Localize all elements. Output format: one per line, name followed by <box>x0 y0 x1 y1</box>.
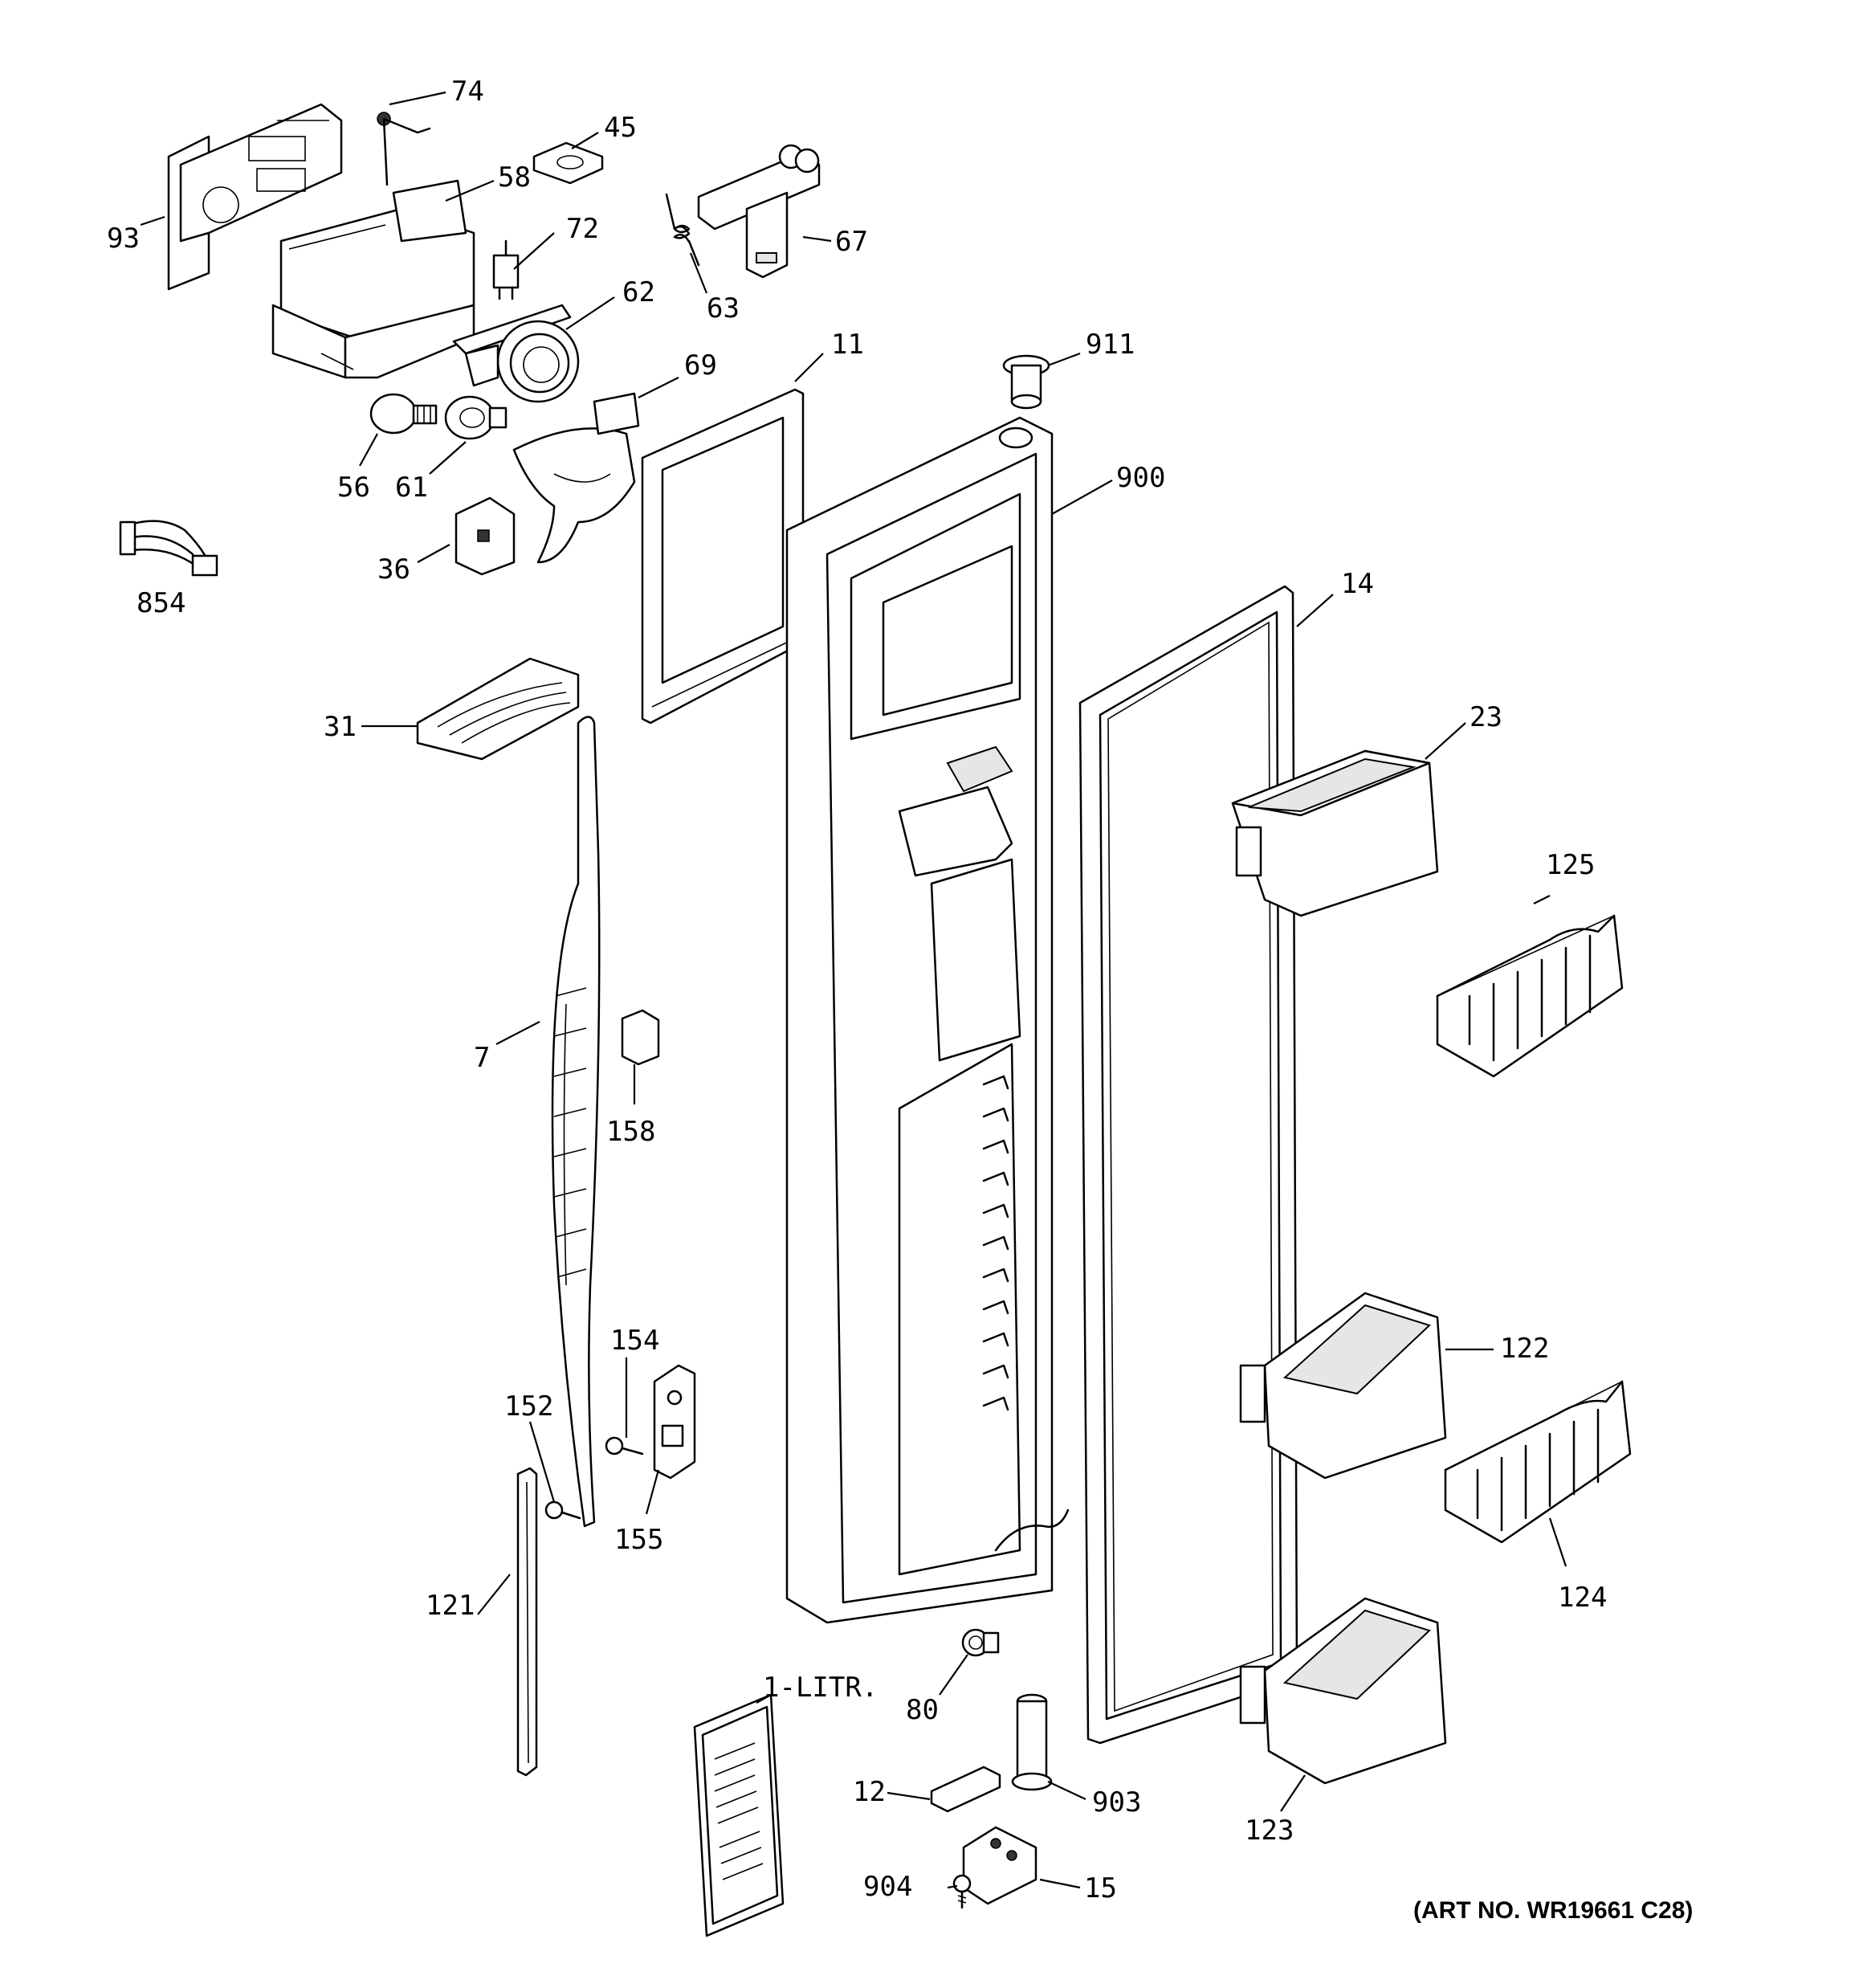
callout-15: 15 <box>1084 1872 1117 1904</box>
part-12-bracket <box>930 1766 1001 1813</box>
callout-903: 903 <box>1092 1786 1141 1819</box>
part-911-bushing <box>1002 354 1050 410</box>
callout-125: 125 <box>1546 849 1595 881</box>
part-1-literature-pack <box>693 1693 785 1937</box>
callout-854: 854 <box>137 587 185 619</box>
part-900-freezer-door <box>785 416 1070 1624</box>
callout-123: 123 <box>1245 1815 1294 1847</box>
part-124-wire-basket <box>1444 1380 1632 1544</box>
part-80-plug <box>961 1628 1000 1657</box>
callout-158: 158 <box>606 1116 655 1148</box>
callout-124: 124 <box>1558 1582 1607 1614</box>
callout-11: 11 <box>831 329 864 361</box>
part-125-wire-basket <box>1436 914 1624 1078</box>
part-11-dispenser-frame <box>641 388 805 725</box>
part-61-socket <box>444 395 508 440</box>
callout-911: 911 <box>1086 329 1135 361</box>
callout-62: 62 <box>622 276 655 308</box>
handle-grip-ribs <box>553 987 587 1278</box>
part-58-dispenser-housing <box>271 179 475 379</box>
callout-154: 154 <box>610 1325 659 1357</box>
callout-80: 80 <box>906 1694 939 1726</box>
callout-labels: 74 45 58 93 72 67 63 62 11 911 69 56 61 … <box>107 76 1607 1904</box>
callout-23: 23 <box>1470 701 1502 733</box>
callout-14: 14 <box>1341 568 1374 600</box>
callout-63: 63 <box>707 292 740 325</box>
part-69-chute <box>512 392 640 564</box>
callout-72: 72 <box>566 213 599 245</box>
part-152-screw <box>544 1500 581 1520</box>
callout-36: 36 <box>377 553 410 586</box>
part-122-door-bin <box>1239 1292 1447 1480</box>
art-number: (ART NO. WR19661 C28) <box>1413 1897 1693 1924</box>
callout-155: 155 <box>614 1524 663 1556</box>
callout-56: 56 <box>337 471 370 504</box>
callout-900: 900 <box>1116 462 1165 494</box>
callout-122: 122 <box>1500 1333 1549 1365</box>
part-123-door-bin <box>1239 1597 1447 1785</box>
part-45-bracket <box>532 141 604 185</box>
part-904-screw <box>952 1874 972 1909</box>
part-31-drip-grille <box>416 657 580 761</box>
literature-text-lines <box>714 1742 764 1880</box>
part-63-spring <box>665 193 700 267</box>
callout-7: 7 <box>474 1042 490 1074</box>
part-23-door-bin <box>1231 749 1439 917</box>
callout-67: 67 <box>835 226 868 258</box>
part-36-bracket <box>455 496 516 576</box>
part-7-door-handle <box>551 716 601 1528</box>
part-62-ring-assembly <box>452 304 580 403</box>
callout-1-litr: 1-LITR. <box>763 1672 878 1704</box>
callout-12: 12 <box>853 1776 886 1808</box>
callout-45: 45 <box>604 112 637 144</box>
callout-904: 904 <box>863 1871 912 1903</box>
callout-121: 121 <box>426 1590 475 1622</box>
callout-74: 74 <box>451 76 484 108</box>
part-14-door-gasket <box>1078 585 1298 1745</box>
callout-152: 152 <box>504 1390 553 1423</box>
callout-93: 93 <box>107 222 140 255</box>
callout-69: 69 <box>684 349 717 382</box>
part-121-trim <box>516 1467 538 1777</box>
part-56-light-bulb <box>369 393 438 435</box>
part-154-screw <box>605 1436 644 1455</box>
callout-58: 58 <box>498 161 531 194</box>
part-903-hinge-pin <box>1011 1693 1053 1791</box>
door-ribs <box>982 1075 1009 1411</box>
part-158-clip <box>621 1009 660 1066</box>
callout-31: 31 <box>324 711 357 743</box>
part-854-wire-harness <box>119 520 218 577</box>
callout-61: 61 <box>395 471 428 504</box>
part-72-switch <box>492 239 520 300</box>
part-67-solenoid-bracket <box>697 144 821 279</box>
part-74-wire-spring <box>377 112 431 186</box>
part-155-hinge <box>653 1364 696 1480</box>
leader-lines <box>140 91 1567 1889</box>
part-93-control-board <box>167 103 343 291</box>
part-15-lower-hinge <box>962 1826 1037 1905</box>
